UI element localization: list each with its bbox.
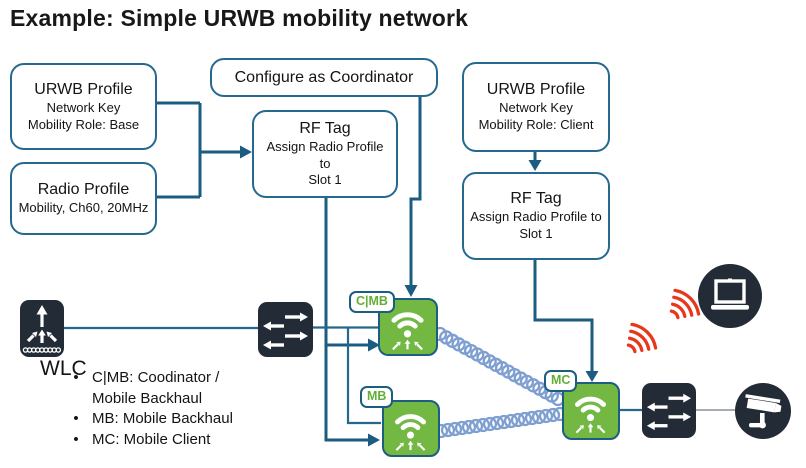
box-configure-coordinator: Configure as Coordinator xyxy=(210,58,438,97)
line-profiles-to-rftag xyxy=(157,101,241,199)
wireless-link-coil xyxy=(433,406,568,439)
wlc-label: WLC xyxy=(40,357,87,380)
box-title: URWB Profile xyxy=(34,80,133,98)
access-point-mobile-backhaul xyxy=(382,400,440,457)
box-line: Slot 1 xyxy=(519,226,553,241)
legend-text: MB: Mobile Backhaul xyxy=(92,410,233,428)
legend-item: • C|MB: Coodinator / Mobile Backhaul xyxy=(60,368,256,409)
line-coordinator-to-ap xyxy=(409,97,422,286)
ap-badge-mobile-backhaul: MB xyxy=(360,386,394,408)
switch-icon xyxy=(642,383,696,438)
box-rf-tag-left: RF Tag Assign Radio Profile to Slot 1 xyxy=(252,110,398,198)
box-line: Mobility Role: Base xyxy=(27,116,140,132)
legend-text: C|MB: Coodinator / Mobile Backhaul xyxy=(92,369,220,407)
box-line: Mobility Role: Client xyxy=(478,117,594,132)
line-rftag-to-mc xyxy=(533,260,594,372)
ap-badge-mobile-client: MC xyxy=(544,370,578,392)
access-point-mobile-client xyxy=(562,382,620,440)
wireless-link-coil xyxy=(432,326,566,407)
box-title: Radio Profile xyxy=(37,181,130,199)
box-title: URWB Profile xyxy=(486,81,586,99)
arrowheads xyxy=(240,145,599,447)
page-title: Example: Simple URWB mobility network xyxy=(10,5,469,31)
box-urwb-profile-base: URWB Profile Network Key Mobility Role: … xyxy=(10,63,157,150)
box-urwb-profile-client: URWB Profile Network Key Mobility Role: … xyxy=(462,62,610,152)
box-radio-profile: Radio Profile Mobility, Ch60, 20MHz xyxy=(10,162,157,235)
legend-item: • MB: Mobile Backhaul xyxy=(60,409,256,430)
box-title: Configure as Coordinator xyxy=(234,68,414,86)
radio-signal-icon xyxy=(669,288,701,320)
ethernet-links-teal xyxy=(63,326,642,425)
wireless-lan-controller-icon xyxy=(20,300,64,357)
box-title: RF Tag xyxy=(510,190,562,208)
laptop-icon xyxy=(698,264,762,328)
switch-icon xyxy=(258,302,313,357)
legend-item: • MC: Mobile Client xyxy=(60,430,256,451)
box-rf-tag-right: RF Tag Assign Radio Profile to Slot 1 xyxy=(462,172,610,260)
box-line: Slot 1 xyxy=(308,172,342,188)
box-line: Assign Radio Profile to xyxy=(470,209,602,225)
radio-signal-icon xyxy=(626,322,658,354)
box-line: Network Key xyxy=(46,99,121,115)
legend-text: MC: Mobile Client xyxy=(92,431,211,449)
legend: • C|MB: Coodinator / Mobile Backhaul • M… xyxy=(60,368,256,451)
ap-badge-coordinator: C|MB xyxy=(349,291,395,313)
box-line: Mobility, Ch60, 20MHz xyxy=(18,200,149,216)
security-camera-icon xyxy=(735,383,791,439)
box-title: RF Tag xyxy=(299,119,351,137)
box-line: Assign Radio Profile to xyxy=(266,138,384,171)
box-line: Network Key xyxy=(499,100,573,116)
